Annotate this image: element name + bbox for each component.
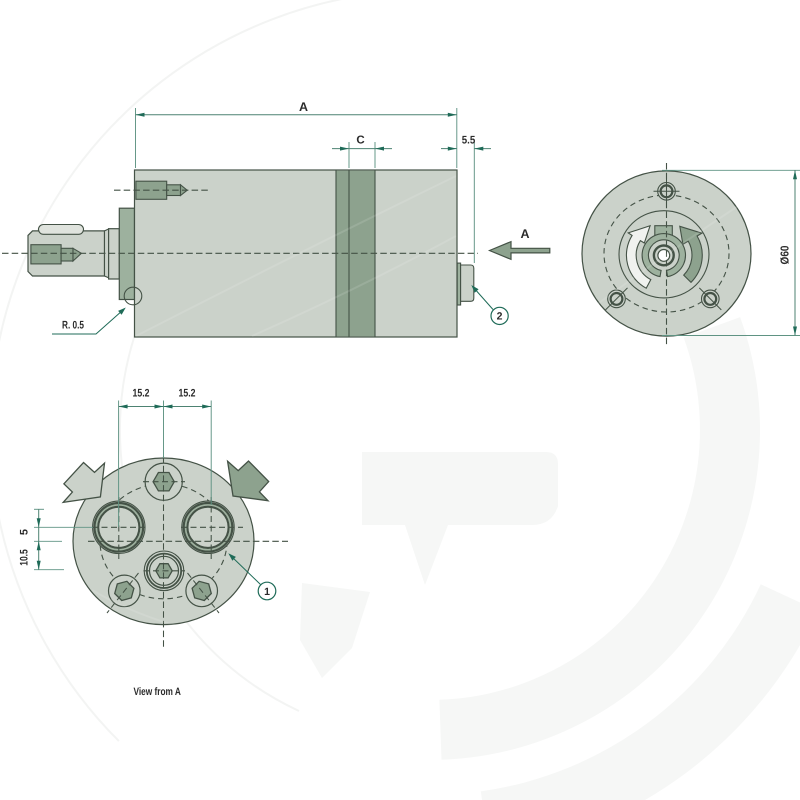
svg-text:15.2: 15.2 xyxy=(179,388,196,400)
svg-text:R. 0.5: R. 0.5 xyxy=(62,320,84,332)
svg-text:5.5: 5.5 xyxy=(462,135,476,147)
svg-text:C: C xyxy=(356,135,364,147)
svg-text:A: A xyxy=(299,100,308,114)
svg-text:10.5: 10.5 xyxy=(19,549,31,566)
svg-text:5: 5 xyxy=(19,529,31,535)
svg-text:A: A xyxy=(520,227,529,241)
svg-text:Ø60: Ø60 xyxy=(780,246,792,265)
svg-text:15.2: 15.2 xyxy=(133,388,150,400)
svg-text:2: 2 xyxy=(497,311,503,323)
svg-text:1: 1 xyxy=(264,586,270,598)
svg-text:View from A: View from A xyxy=(133,686,181,698)
